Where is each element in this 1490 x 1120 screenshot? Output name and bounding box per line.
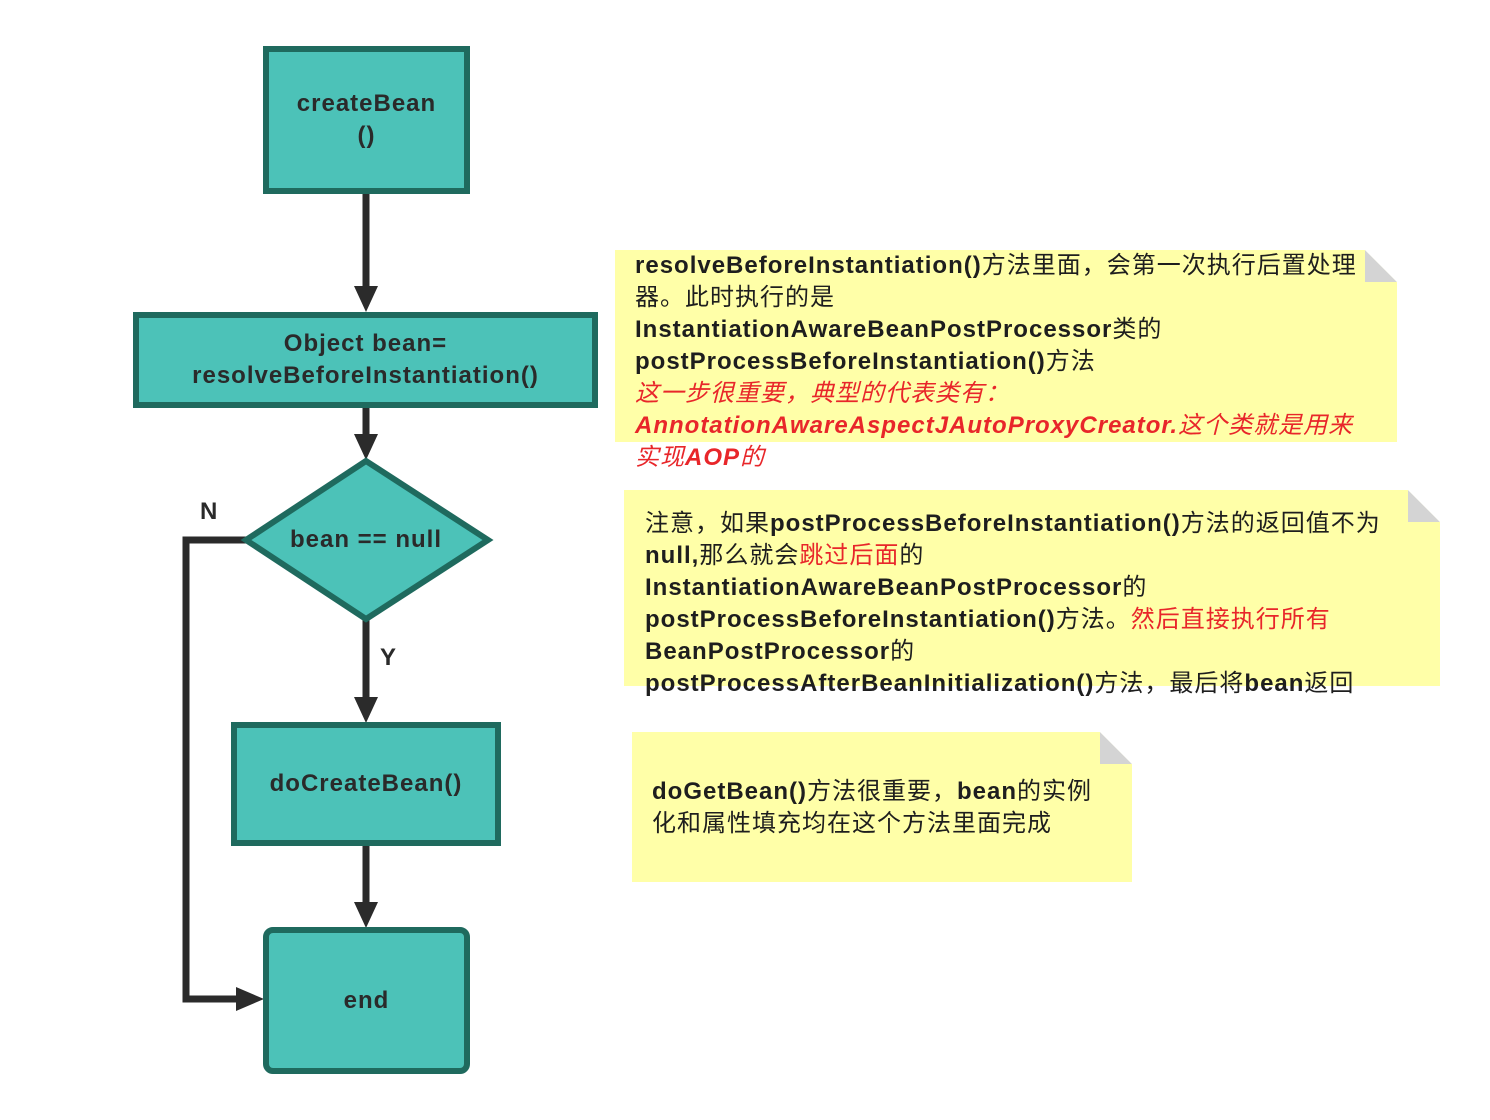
node-do-create-bean: doCreateBean() <box>231 722 501 846</box>
note2-bean: bean <box>1244 670 1305 697</box>
note2-p18: 返回 <box>1304 670 1355 697</box>
note1-important-line: 这一步很重要，典型的代表类有： <box>635 380 1010 407</box>
note2-after-method: postProcessAfterBeanInitialization() <box>645 670 1095 697</box>
note2-skip: 跳过后面 <box>799 542 900 569</box>
note2-p7: 的 <box>899 542 925 569</box>
note1-description: 方法里面，会第一次执行后置处理器。此时执行的是 <box>635 252 1357 311</box>
note3-shape <box>632 732 1132 882</box>
note2-p5: 那么就会 <box>699 542 800 569</box>
note1-method-suffix: 方法 <box>1045 348 1096 375</box>
note2-execute-all: 然后直接执行所有 <box>1130 606 1331 633</box>
node-do-create-bean-label: doCreateBean() <box>269 770 463 797</box>
note1-class-suffix: 类的 <box>1112 316 1163 343</box>
arrowhead-5 <box>236 987 264 1011</box>
note2-method2: postProcessBeforeInstantiation() <box>645 606 1056 633</box>
note3-method: doGetBean() <box>652 778 807 805</box>
note1-class-name: InstantiationAwareBeanPostProcessor <box>635 316 1113 343</box>
node-resolve-before-instantiation: Object bean= resolveBeforeInstantiation(… <box>133 312 598 408</box>
note2-shape <box>624 490 1440 686</box>
note3-bean: bean <box>957 778 1018 805</box>
node-end: end <box>263 927 470 1074</box>
arrowhead-3 <box>354 697 378 723</box>
node-end-label: end <box>343 986 390 1014</box>
note1-method-name: resolveBeforeInstantiation() <box>635 252 982 279</box>
note3-p4: 的实例化和属性填充均在这个方法里面完成 <box>652 778 1093 837</box>
note1-method: postProcessBeforeInstantiation() <box>635 348 1046 375</box>
branch-label-no: N <box>200 498 218 525</box>
note1-red-aop: AOP <box>685 444 741 471</box>
note1-red-class: AnnotationAwareAspectJAutoProxyCreator. <box>635 412 1179 439</box>
node-create-bean-label: createBean () <box>296 90 437 149</box>
arrowhead-1 <box>354 286 378 312</box>
note2-p14: 的 <box>890 638 916 665</box>
node-resolve-label: Object bean= resolveBeforeInstantiation(… <box>192 330 539 389</box>
note2-p11: 方法。 <box>1055 606 1131 633</box>
node-create-bean: createBean () <box>263 46 470 194</box>
branch-label-yes: Y <box>380 644 397 671</box>
note1-shape <box>615 250 1397 442</box>
note2-null: null, <box>645 542 700 569</box>
arrow-decision-no <box>182 536 246 1003</box>
note1-red-tail1: 这个类就是用来实现 <box>635 412 1354 471</box>
note2-p1: 注意，如果 <box>645 510 770 537</box>
note2-p16: 方法，最后将 <box>1094 670 1245 697</box>
note1-red-tail2: 的 <box>740 444 766 471</box>
arrowhead-4 <box>354 902 378 928</box>
note3-p2: 方法很重要， <box>807 778 957 805</box>
note2-p3: 方法的返回值不为 <box>1180 510 1381 537</box>
note2-class: InstantiationAwareBeanPostProcessor <box>645 574 1123 601</box>
note-do-get-bean: doGetBean()方法很重要，bean的实例化和属性填充均在这个方法里面完成 <box>652 776 1114 840</box>
note2-p9: 的 <box>1122 574 1148 601</box>
decision-diamond <box>240 457 494 623</box>
note2-bpp: BeanPostProcessor <box>645 638 891 665</box>
note-resolve-before-instantiation: resolveBeforeInstantiation()方法里面，会第一次执行后… <box>635 250 1375 474</box>
decision-label: bean == null <box>289 526 443 553</box>
note2-method: postProcessBeforeInstantiation() <box>770 510 1181 537</box>
note-return-not-null: 注意，如果postProcessBeforeInstantiation()方法的… <box>645 508 1420 700</box>
arrowhead-2 <box>354 434 378 460</box>
